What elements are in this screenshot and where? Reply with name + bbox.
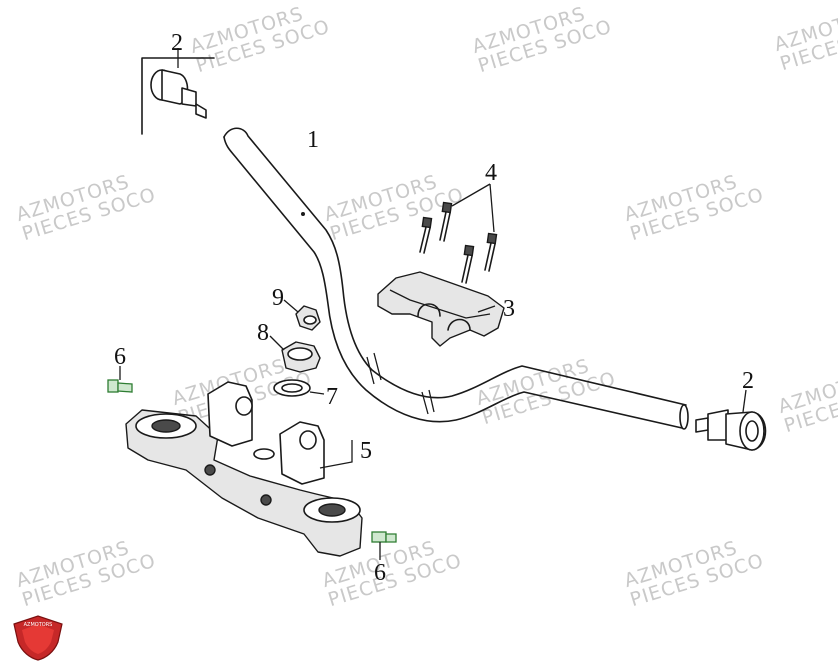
clamp-bolts [419, 183, 498, 284]
callout-6-lower: 6 [374, 560, 386, 586]
washer [273, 379, 325, 397]
pinch-bolt-lower [371, 531, 397, 560]
callout-4: 4 [485, 160, 497, 186]
azmotors-shield-logo-icon: AZMOTORS [13, 615, 63, 661]
bar-end-weight-left [141, 48, 215, 135]
callout-1: 1 [307, 127, 319, 153]
pinch-bolt-upper [107, 366, 133, 393]
triple-clamp [125, 381, 363, 557]
callout-3: 3 [503, 296, 515, 322]
callout-6-upper: 6 [114, 344, 126, 370]
callout-5: 5 [360, 438, 372, 464]
handlebar-upper-clamp [377, 271, 505, 347]
callout-8: 8 [257, 320, 269, 346]
handlebar [223, 127, 689, 430]
logo-text: AZMOTORS [24, 622, 53, 628]
stem-cap [283, 299, 321, 331]
callout-9: 9 [272, 285, 284, 311]
stem-nut [269, 335, 321, 373]
callout-2-right: 2 [742, 368, 754, 394]
callout-2-left: 2 [171, 30, 183, 56]
bar-end-weight-right [695, 389, 767, 451]
callout-7: 7 [326, 384, 338, 410]
